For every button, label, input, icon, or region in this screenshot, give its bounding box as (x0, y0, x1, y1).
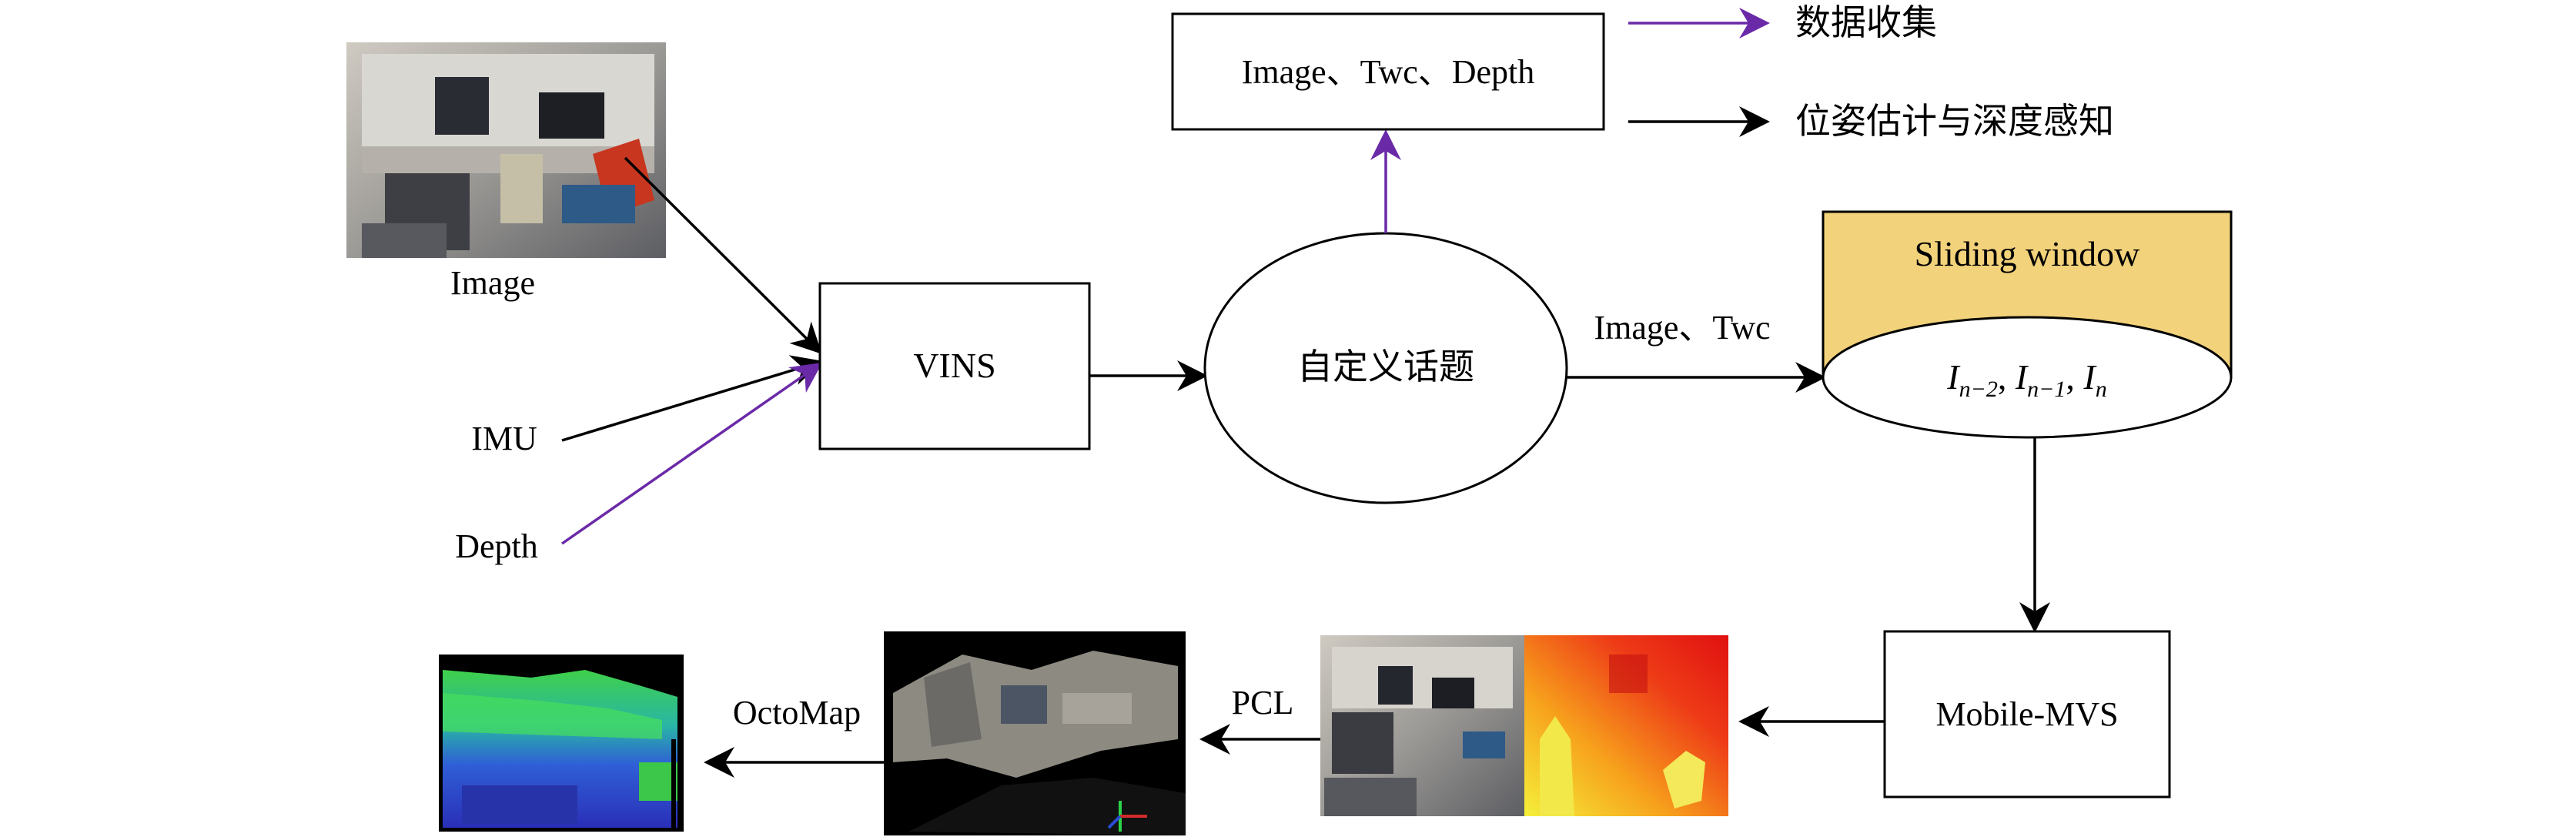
lab-photo-image (346, 42, 666, 258)
depth-map-image (1524, 635, 1728, 816)
frame-sep-1: , (1998, 357, 2016, 397)
topic-output-label: Image、Twc、Depth (1242, 53, 1535, 91)
frame-2-sub: n−1 (2027, 377, 2066, 402)
point-cloud-image (884, 631, 1186, 835)
sliding-window-title: Sliding window (1915, 234, 2140, 273)
legend-purple-label: 数据收集 (1795, 3, 1937, 42)
pcl-label: PCL (1232, 684, 1294, 721)
image-input-label: Image (450, 264, 535, 302)
imu-input-label: IMU (471, 420, 537, 457)
depth-input-label: Depth (455, 527, 538, 565)
frame-3-sub: n (2096, 377, 2107, 402)
mobile-mvs-label: Mobile-MVS (1935, 695, 2118, 733)
frame-3: I (2083, 357, 2097, 397)
imu-to-vins-arrow (561, 355, 823, 442)
octomap-image (439, 655, 684, 832)
vins-box (818, 282, 1091, 450)
image-to-vins-arrow (624, 156, 822, 354)
topic-to-window-label: Image、Twc (1594, 309, 1770, 347)
octomap-label: OctoMap (733, 694, 861, 732)
custom-topic-label: 自定义话题 (1297, 347, 1474, 387)
topic-output-box (1171, 12, 1605, 131)
mvs-photo-image (1320, 635, 1524, 816)
sliding-window-frames-ellipse (1822, 316, 2233, 439)
mobile-mvs-box (1883, 630, 2171, 798)
frame-sep-2: , (2066, 357, 2083, 397)
sliding-window-frames: In−2, In−1, In (1946, 357, 2106, 402)
frame-1-sub: n−2 (1959, 377, 1998, 402)
vins-label: VINS (913, 346, 995, 385)
legend-black-label: 位姿估计与深度感知 (1795, 102, 2114, 141)
frame-1: I (1946, 357, 1961, 397)
depth-to-vins-arrow (561, 362, 823, 545)
frame-2: I (2015, 357, 2029, 397)
